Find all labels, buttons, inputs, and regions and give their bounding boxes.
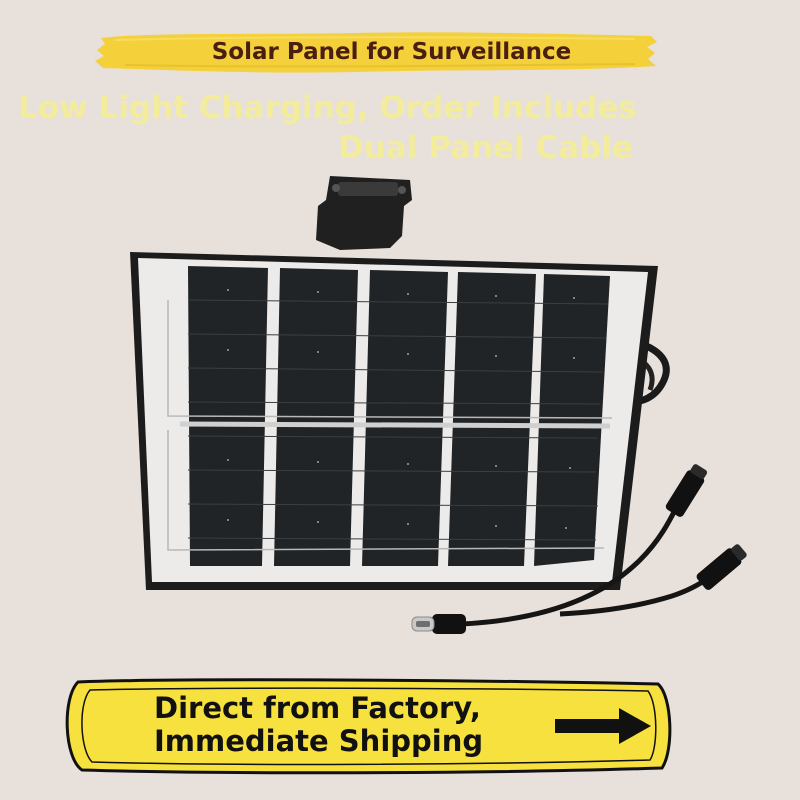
cta-line-1: Direct from Factory, bbox=[154, 691, 481, 725]
title-banner: Solar Panel for Surveillance bbox=[95, 28, 660, 76]
mounting-bracket bbox=[316, 176, 412, 250]
cta-background bbox=[65, 678, 672, 775]
right-arrow-icon bbox=[555, 708, 651, 744]
shipping-cta-button[interactable]: Direct from Factory, Immediate Shipping bbox=[58, 676, 676, 776]
brush-stroke-background bbox=[95, 32, 657, 73]
cta-line-2: Immediate Shipping bbox=[154, 724, 484, 758]
cta-label: Direct from Factory, Immediate Shipping bbox=[154, 692, 483, 758]
subtitle-line-2: Dual Panel Cable bbox=[338, 130, 633, 166]
solar-panel-illustration bbox=[130, 176, 747, 634]
dual-usb-cable bbox=[411, 464, 747, 634]
page-title: Solar Panel for Surveillance bbox=[211, 39, 572, 65]
subtitle-line-1: Low Light Charging, Order Includes bbox=[18, 90, 637, 126]
solar-panel bbox=[130, 252, 658, 590]
